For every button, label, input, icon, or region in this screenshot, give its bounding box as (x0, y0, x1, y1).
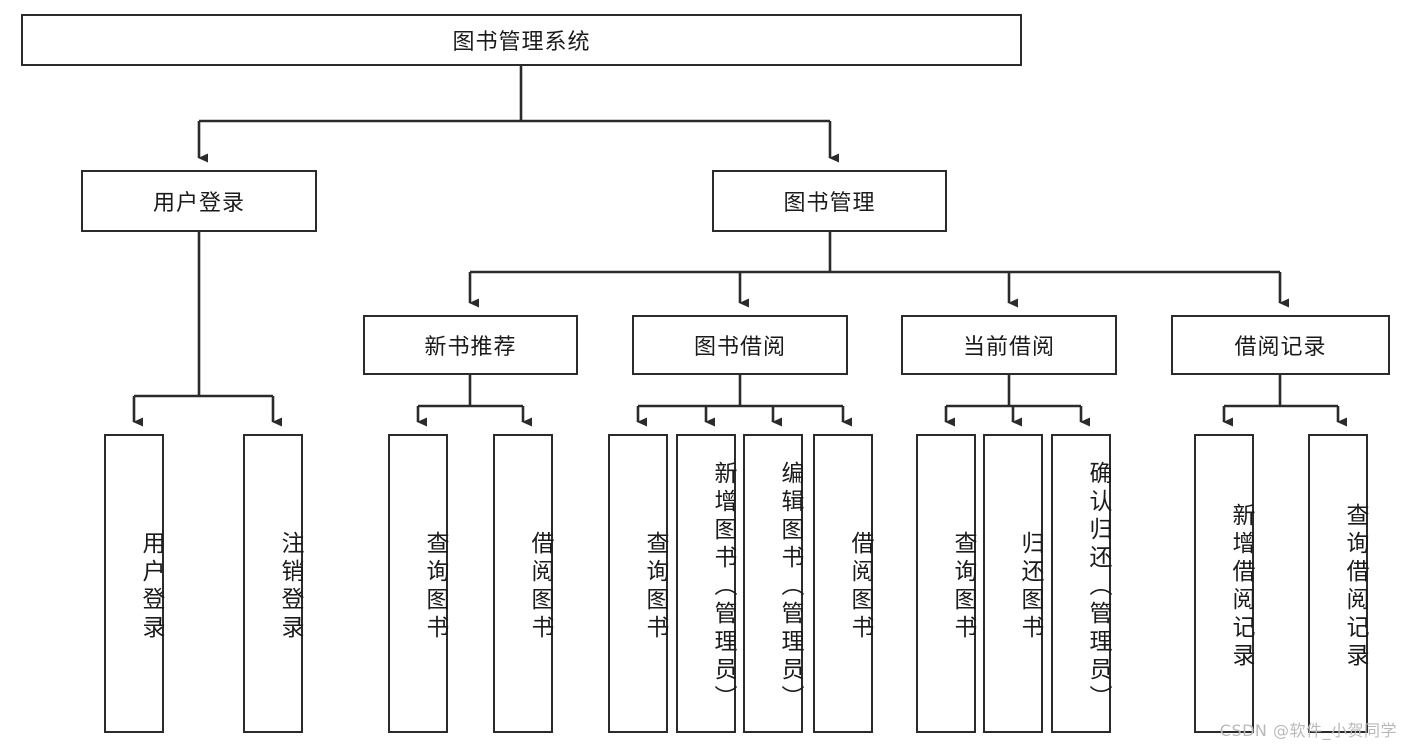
node-label: 借阅图书 (527, 530, 553, 643)
node-label: 图书管理 (783, 191, 876, 216)
node-label: 当前借阅 (962, 335, 1055, 360)
node-leaf-query-book-2[interactable]: 查询图书 (608, 434, 668, 733)
node-label: 新书推荐 (424, 335, 517, 360)
node-label: 归还图书 (1017, 530, 1043, 643)
node-label: 查询借阅记录 (1342, 502, 1368, 671)
node-label: 编辑图书（管理员） (777, 460, 803, 713)
node-leaf-query-borrow-record[interactable]: 查询借阅记录 (1308, 434, 1368, 733)
node-user-login[interactable]: 用户登录 (81, 170, 317, 232)
node-label: 图书借阅 (693, 335, 786, 360)
node-label: 新增借阅记录 (1228, 502, 1254, 671)
node-label: 用户登录 (152, 191, 245, 216)
csdn-watermark: CSDN @软件_小贺同学 (1219, 721, 1397, 740)
node-label: 借阅记录 (1234, 335, 1327, 360)
node-current-borrow[interactable]: 当前借阅 (901, 315, 1117, 375)
node-label: 用户登录 (138, 530, 164, 643)
node-leaf-query-book-1[interactable]: 查询图书 (388, 434, 448, 733)
node-leaf-borrow-book-2[interactable]: 借阅图书 (813, 434, 873, 733)
node-label: 查询图书 (642, 530, 668, 643)
node-leaf-logout-login[interactable]: 注销登录 (243, 434, 303, 733)
node-label: 查询图书 (950, 530, 976, 643)
node-leaf-query-book-3[interactable]: 查询图书 (916, 434, 976, 733)
node-book-management[interactable]: 图书管理 (712, 170, 947, 232)
node-root-book-management-system[interactable]: 图书管理系统 (21, 14, 1022, 66)
node-leaf-return-book[interactable]: 归还图书 (983, 434, 1043, 733)
node-label: 确认归还（管理员） (1085, 460, 1111, 713)
node-label: 新增图书（管理员） (710, 460, 736, 713)
node-label: 查询图书 (422, 530, 448, 643)
node-label: 借阅图书 (847, 530, 873, 643)
node-label: 注销登录 (277, 530, 303, 643)
node-label: 图书管理系统 (452, 30, 591, 55)
node-leaf-borrow-book-1[interactable]: 借阅图书 (493, 434, 553, 733)
node-leaf-user-login[interactable]: 用户登录 (104, 434, 164, 733)
node-new-book-recommend[interactable]: 新书推荐 (363, 315, 578, 375)
node-leaf-confirm-return-admin[interactable]: 确认归还（管理员） (1051, 434, 1111, 733)
node-book-borrow[interactable]: 图书借阅 (632, 315, 848, 375)
node-leaf-edit-book-admin[interactable]: 编辑图书（管理员） (743, 434, 803, 733)
node-leaf-add-borrow-record[interactable]: 新增借阅记录 (1194, 434, 1254, 733)
node-borrow-record[interactable]: 借阅记录 (1171, 315, 1390, 375)
node-leaf-add-book-admin[interactable]: 新增图书（管理员） (676, 434, 736, 733)
